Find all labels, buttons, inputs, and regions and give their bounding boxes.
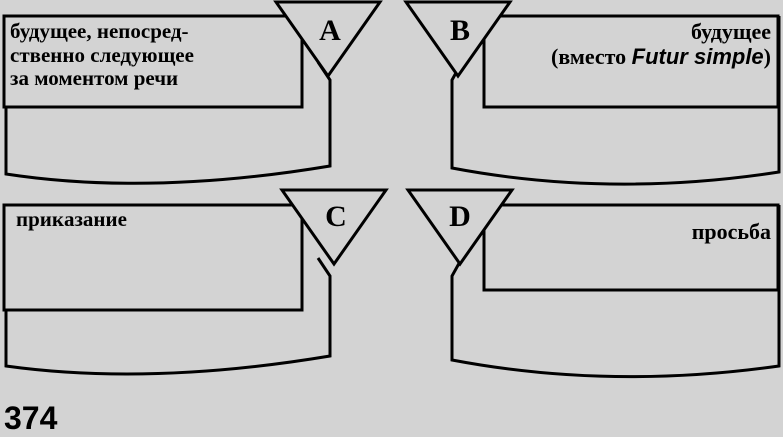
card-b-label-italic: Futur simple xyxy=(631,43,764,69)
card-a-label: будущее, непосред- ственно следующее за … xyxy=(10,19,194,91)
card-d-letter: D xyxy=(449,200,471,233)
card-b-frame xyxy=(450,16,781,186)
card-b-letter: B xyxy=(449,14,470,47)
card-c-label: прикaзание xyxy=(16,207,127,231)
card-d-frame xyxy=(450,205,781,379)
card-c-frame xyxy=(4,205,332,376)
card-d-label: просьба xyxy=(691,219,771,244)
card-a-label-box xyxy=(2,14,304,109)
card-a-label-line: будущее, непосред- xyxy=(10,19,189,43)
card-d-label-box xyxy=(482,203,780,292)
card-b-label: будущее (вместо Futur simple) xyxy=(551,19,771,70)
card-c-label-box xyxy=(2,203,304,312)
card-a-label-line: за моментом речи xyxy=(10,66,179,91)
triangle-c xyxy=(279,188,389,267)
card-b-label-box xyxy=(482,14,780,109)
card-b-label-pre: (вместо xyxy=(551,43,632,69)
card-b-label-line2: (вместо Futur simple) xyxy=(551,43,771,70)
triangle-d xyxy=(405,188,515,267)
card-a-label-line: ственно следующее xyxy=(10,42,194,67)
card-b-label-post: ) xyxy=(763,43,771,69)
triangle-b xyxy=(403,0,513,79)
page-number: 374 xyxy=(4,400,58,436)
card-a-frame xyxy=(4,16,332,185)
triangle-a xyxy=(273,0,383,79)
card-c-letter: C xyxy=(325,200,347,233)
card-b-label-line1: будущее xyxy=(690,19,771,44)
card-a-letter: A xyxy=(319,14,341,47)
